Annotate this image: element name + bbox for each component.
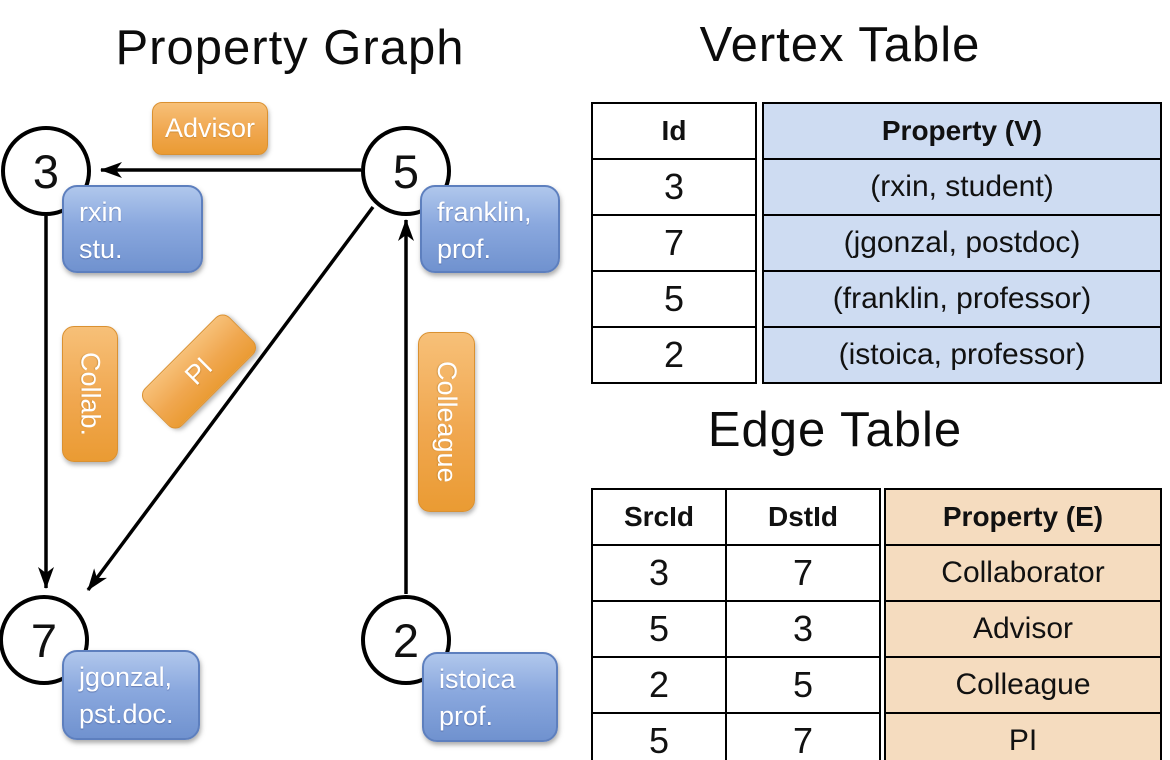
edge-label-advisor: Advisor <box>152 102 268 155</box>
edge-table-property-cell: PI <box>884 712 1162 760</box>
vertex-table-id-cell: 3 <box>591 158 757 216</box>
edge-table-header-srcid: SrcId <box>591 488 727 546</box>
vertex-table-title: Vertex Table <box>699 18 981 72</box>
vertex-table-id-column: Id 3 7 5 2 <box>591 102 757 384</box>
edge-table-id-columns: SrcId DstId 3 7 5 3 2 5 5 7 <box>591 488 881 760</box>
edge-table-title: Edge Table <box>707 403 963 457</box>
vertex-box-jgonzal-line1: jgonzal, <box>79 662 173 692</box>
vertex-table-header-id: Id <box>591 102 757 160</box>
vertex-table-header-property: Property (V) <box>762 102 1162 160</box>
vertex-table-property-column: Property (V) (rxin, student) (jgonzal, p… <box>762 102 1162 384</box>
edge-table-dstid-cell: 5 <box>725 656 881 714</box>
vertex-table-id-cell: 5 <box>591 270 757 328</box>
vertex-box-jgonzal-line2: pst.doc. <box>79 699 174 729</box>
vertex-table-property-cell: (rxin, student) <box>762 158 1162 216</box>
edge-table-dstid-cell: 7 <box>725 712 881 760</box>
vertex-box-istoica-line1: istoica <box>439 664 516 694</box>
edge-table-srcid-cell: 3 <box>591 544 727 602</box>
vertex-table-id-cell: 7 <box>591 214 757 272</box>
vertex-box-istoica-line2: prof. <box>439 701 494 731</box>
edge-table-header-dstid: DstId <box>725 488 881 546</box>
vertex-box-jgonzal: jgonzal, pst.doc. <box>62 650 200 740</box>
node-3-id: 3 <box>32 144 60 198</box>
node-5-id: 5 <box>392 144 420 198</box>
edge-table-dstid-cell: 7 <box>725 544 881 602</box>
vertex-table-property-cell: (istoica, professor) <box>762 326 1162 384</box>
node-2-id: 2 <box>392 613 420 667</box>
edge-table-header-property: Property (E) <box>884 488 1162 546</box>
edge-table-property-cell: Collaborator <box>884 544 1162 602</box>
edge-table-srcid-cell: 5 <box>591 600 727 658</box>
edge-table-srcid-cell: 2 <box>591 656 727 714</box>
vertex-box-franklin-line1: franklin, <box>437 197 532 227</box>
edge-table-property-column: Property (E) Collaborator Advisor Collea… <box>884 488 1162 760</box>
edge-label-colleague: Colleague <box>418 332 475 512</box>
vertex-box-rxin-line1: rxin <box>79 197 123 227</box>
node-7-id: 7 <box>30 613 58 667</box>
vertex-table-property-cell: (jgonzal, postdoc) <box>762 214 1162 272</box>
edge-table-dstid-cell: 3 <box>725 600 881 658</box>
vertex-box-istoica: istoica prof. <box>422 652 558 742</box>
vertex-box-rxin-line2: stu. <box>79 234 123 264</box>
edge-line-5-to-7-pi <box>86 205 375 592</box>
graph-node-3: 3 <box>1 126 91 216</box>
vertex-box-franklin: franklin, prof. <box>420 185 560 273</box>
property-graph-title: Property Graph <box>115 21 465 75</box>
vertex-table-property-cell: (franklin, professor) <box>762 270 1162 328</box>
vertex-table-id-cell: 2 <box>591 326 757 384</box>
edge-label-collab: Collab. <box>62 326 118 462</box>
edge-table-property-cell: Colleague <box>884 656 1162 714</box>
edge-table-srcid-cell: 5 <box>591 712 727 760</box>
vertex-box-rxin: rxin stu. <box>62 185 203 273</box>
vertex-box-franklin-line2: prof. <box>437 234 492 264</box>
edge-table-property-cell: Advisor <box>884 600 1162 658</box>
